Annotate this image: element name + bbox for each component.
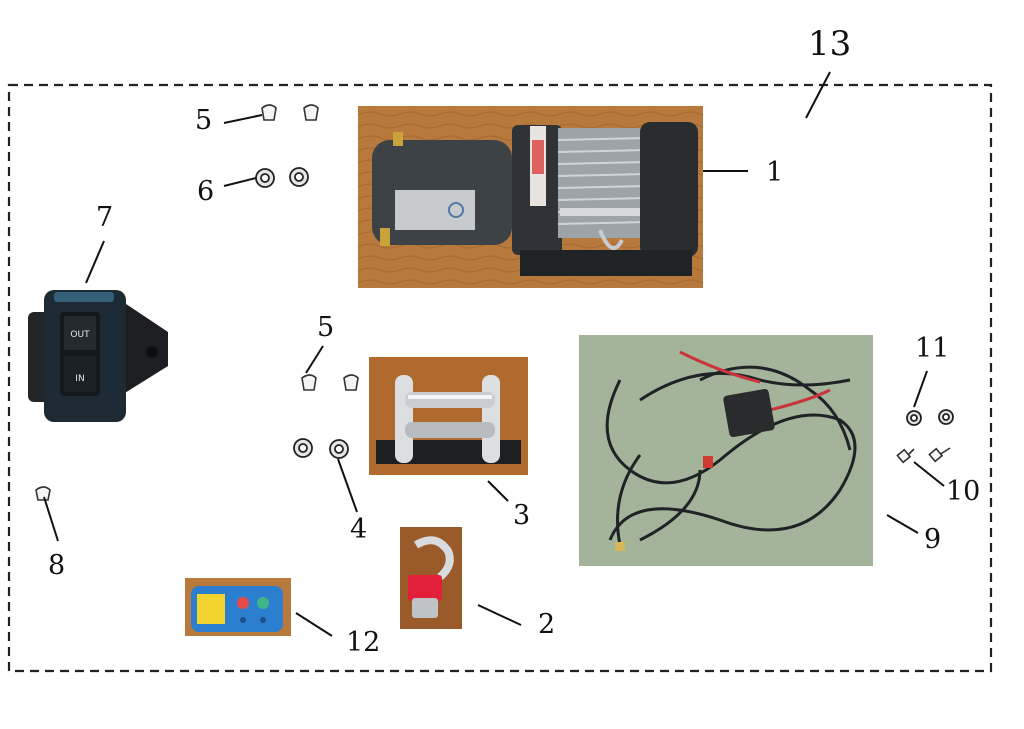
label-6: 6 <box>197 176 214 207</box>
label-5-top: 5 <box>195 105 212 136</box>
label-9: 9 <box>924 524 941 555</box>
rocker-switch-photo: OUT IN <box>28 290 168 422</box>
label-7: 7 <box>96 202 113 233</box>
label-10: 10 <box>946 476 980 507</box>
hook-photo <box>400 527 462 629</box>
label-13: 13 <box>808 24 851 64</box>
part5-mid-bolts <box>301 374 359 391</box>
part4-nuts <box>293 438 349 459</box>
switch-in-label: IN <box>75 374 84 384</box>
leader-lines <box>43 71 945 637</box>
label-4: 4 <box>350 514 367 545</box>
label-1: 1 <box>766 157 783 188</box>
part10-bolts <box>896 447 951 464</box>
label-2: 2 <box>538 609 555 640</box>
roller-fairlead-photo <box>369 357 528 475</box>
label-11: 11 <box>915 333 949 364</box>
callout-numbers: 13 1 2 3 4 5 5 6 7 8 9 10 11 12 <box>48 24 980 658</box>
wiring-harness-photo <box>579 335 873 566</box>
part8-screw <box>35 486 51 501</box>
part11-washers <box>906 409 954 426</box>
label-8: 8 <box>48 550 65 581</box>
kit-boundary <box>7 83 993 673</box>
wireless-remote-photo <box>185 578 291 636</box>
label-3: 3 <box>513 500 530 531</box>
part5-top-bolts <box>261 104 319 121</box>
label-5-mid: 5 <box>317 312 334 343</box>
switch-out-label: OUT <box>70 330 90 340</box>
label-12: 12 <box>346 627 380 658</box>
part6-nuts <box>255 167 309 188</box>
winch-photo <box>358 106 703 288</box>
